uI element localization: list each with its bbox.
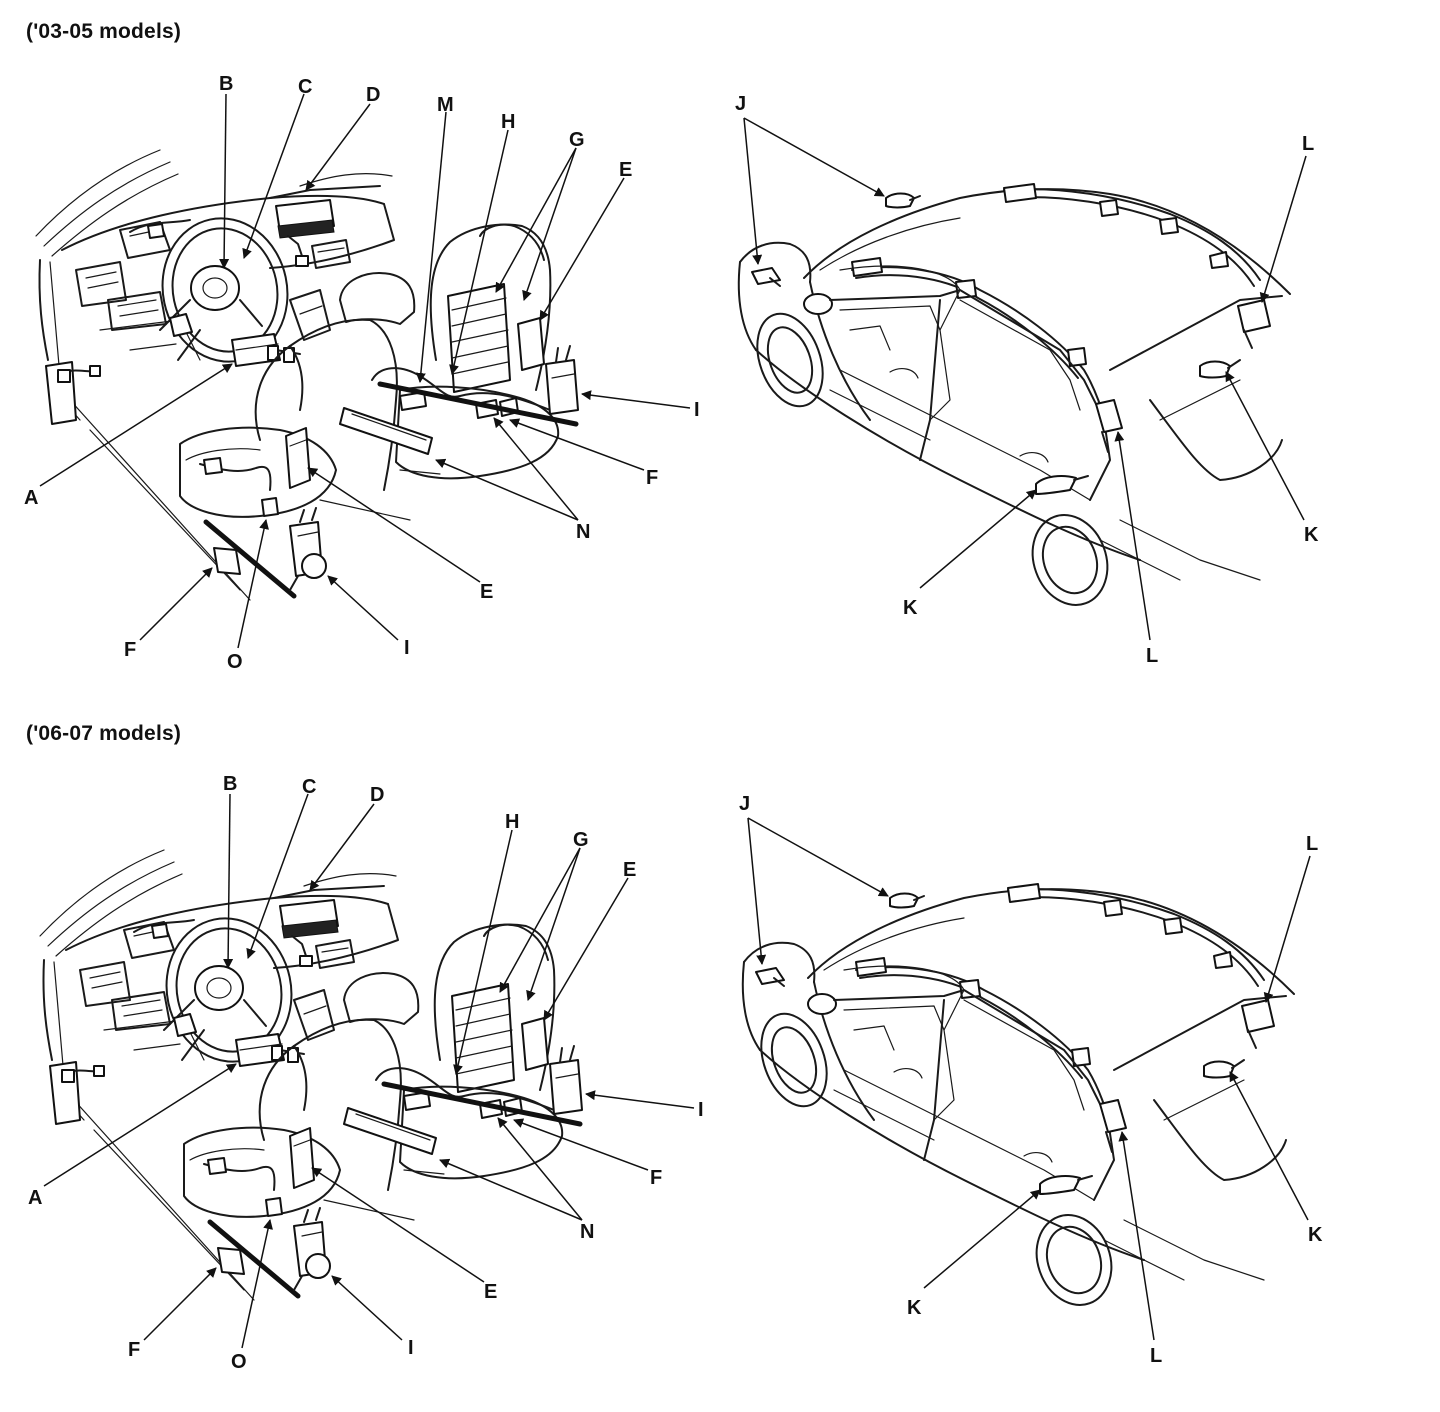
callout-d: D xyxy=(366,84,380,106)
callout-g: G xyxy=(573,829,589,851)
callouts-06-07: B C D H G E I F N E I O F A J L K K L xyxy=(28,773,1323,1373)
callout-i: I xyxy=(698,1099,704,1121)
interior-view-06-07 xyxy=(40,850,582,1300)
callout-j: J xyxy=(735,93,746,115)
callout-n: N xyxy=(580,1221,594,1243)
interior-view-03-05 xyxy=(36,150,578,600)
callout-f: F xyxy=(650,1167,662,1189)
callout-k: K xyxy=(903,597,918,619)
callout-e: E xyxy=(619,159,632,181)
callout-l: L xyxy=(1306,833,1318,855)
callout-c: C xyxy=(298,76,312,98)
callout-l: L xyxy=(1302,133,1314,155)
leader-lines-03-05 xyxy=(39,93,1307,649)
callout-f: F xyxy=(124,639,136,661)
callout-g: G xyxy=(569,129,585,151)
exterior-view-06-07 xyxy=(741,883,1295,1317)
callout-l: L xyxy=(1150,1345,1162,1367)
callouts-03-05: B C D M H G E I F N E I O F A J L K K L xyxy=(24,73,1319,673)
callout-m: M xyxy=(437,94,454,116)
callout-b: B xyxy=(219,73,233,95)
callout-o: O xyxy=(231,1351,247,1373)
leader-lines-06-07 xyxy=(43,793,1311,1349)
section-title-03-05: ('03-05 models) xyxy=(26,20,182,43)
callout-k: K xyxy=(907,1297,922,1319)
callout-n: N xyxy=(576,521,590,543)
callout-a: A xyxy=(28,1187,42,1209)
callout-b: B xyxy=(223,773,237,795)
callout-d: D xyxy=(370,784,384,806)
exterior-view-03-05 xyxy=(737,183,1291,617)
callout-f: F xyxy=(128,1339,140,1361)
callout-j: J xyxy=(739,793,750,815)
callout-e: E xyxy=(480,581,493,603)
callout-i: I xyxy=(408,1337,414,1359)
callout-a: A xyxy=(24,487,38,509)
callout-i: I xyxy=(694,399,700,421)
callout-h: H xyxy=(501,111,515,133)
section-title-06-07: ('06-07 models) xyxy=(26,722,182,745)
callout-i: I xyxy=(404,637,410,659)
callout-e: E xyxy=(623,859,636,881)
callout-c: C xyxy=(302,776,316,798)
callout-h: H xyxy=(505,811,519,833)
callout-k: K xyxy=(1304,524,1319,546)
callout-e: E xyxy=(484,1281,497,1303)
callout-l: L xyxy=(1146,645,1158,667)
callout-k: K xyxy=(1308,1224,1323,1246)
callout-o: O xyxy=(227,651,243,673)
callout-f: F xyxy=(646,467,658,489)
